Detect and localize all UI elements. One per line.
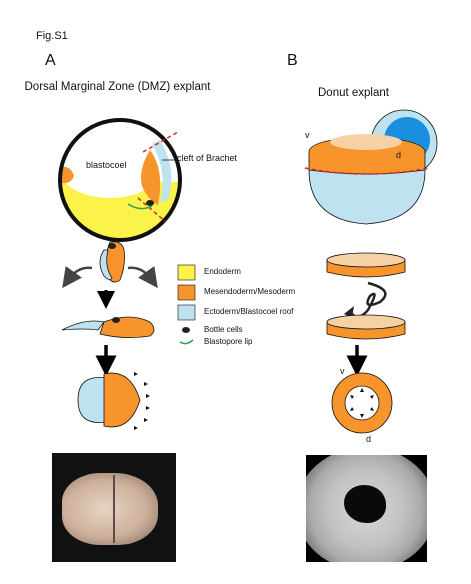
legend-lip-label: Blastopore lip	[204, 337, 253, 346]
d-label-ring: d	[366, 434, 372, 444]
panel-a-letter: A	[45, 52, 56, 69]
donut-embryo	[304, 109, 438, 225]
legend-mesoderm-label: Mesendoderm/Mesoderm	[204, 287, 296, 296]
panel-a-title: Dorsal Marginal Zone (DMZ) explant	[24, 81, 211, 93]
donut-ring-topview	[331, 372, 393, 434]
panel-b-letter: B	[287, 52, 298, 69]
cleft-label: cleft of Brachet	[177, 153, 238, 163]
figure-label: Fig.S1	[36, 30, 68, 42]
legend-mesoderm-swatch	[177, 284, 196, 301]
legend-ectoderm-swatch	[177, 304, 196, 321]
v-label-ring: v	[340, 366, 345, 376]
legend-bottle-label: Bottle cells	[204, 325, 243, 334]
donut-ring-bottom	[326, 314, 406, 340]
blastocoel-label: blastocoel	[86, 160, 127, 170]
dmz-embryo	[58, 118, 182, 242]
legend-endoderm-swatch	[177, 264, 196, 281]
legend-ectoderm-label: Ectoderm/Blastocoel roof	[204, 307, 294, 316]
donut-explant-photo	[306, 455, 427, 562]
dmz-opened-explant	[61, 316, 155, 338]
v-label-top: v	[305, 130, 310, 140]
dmz-elongated-explant	[77, 372, 150, 430]
rotation-arrow	[344, 281, 387, 318]
dmz-excised-piece	[62, 241, 158, 289]
legend-endoderm-label: Endoderm	[204, 267, 241, 276]
legend	[177, 264, 196, 345]
dmz-explant-photo	[52, 453, 176, 562]
d-label-top: d	[396, 150, 402, 160]
donut-ring-top	[326, 252, 406, 278]
bottle-cell-icon	[182, 327, 190, 333]
panel-b-title: Donut explant	[318, 87, 389, 99]
green-arc-icon	[179, 339, 194, 345]
